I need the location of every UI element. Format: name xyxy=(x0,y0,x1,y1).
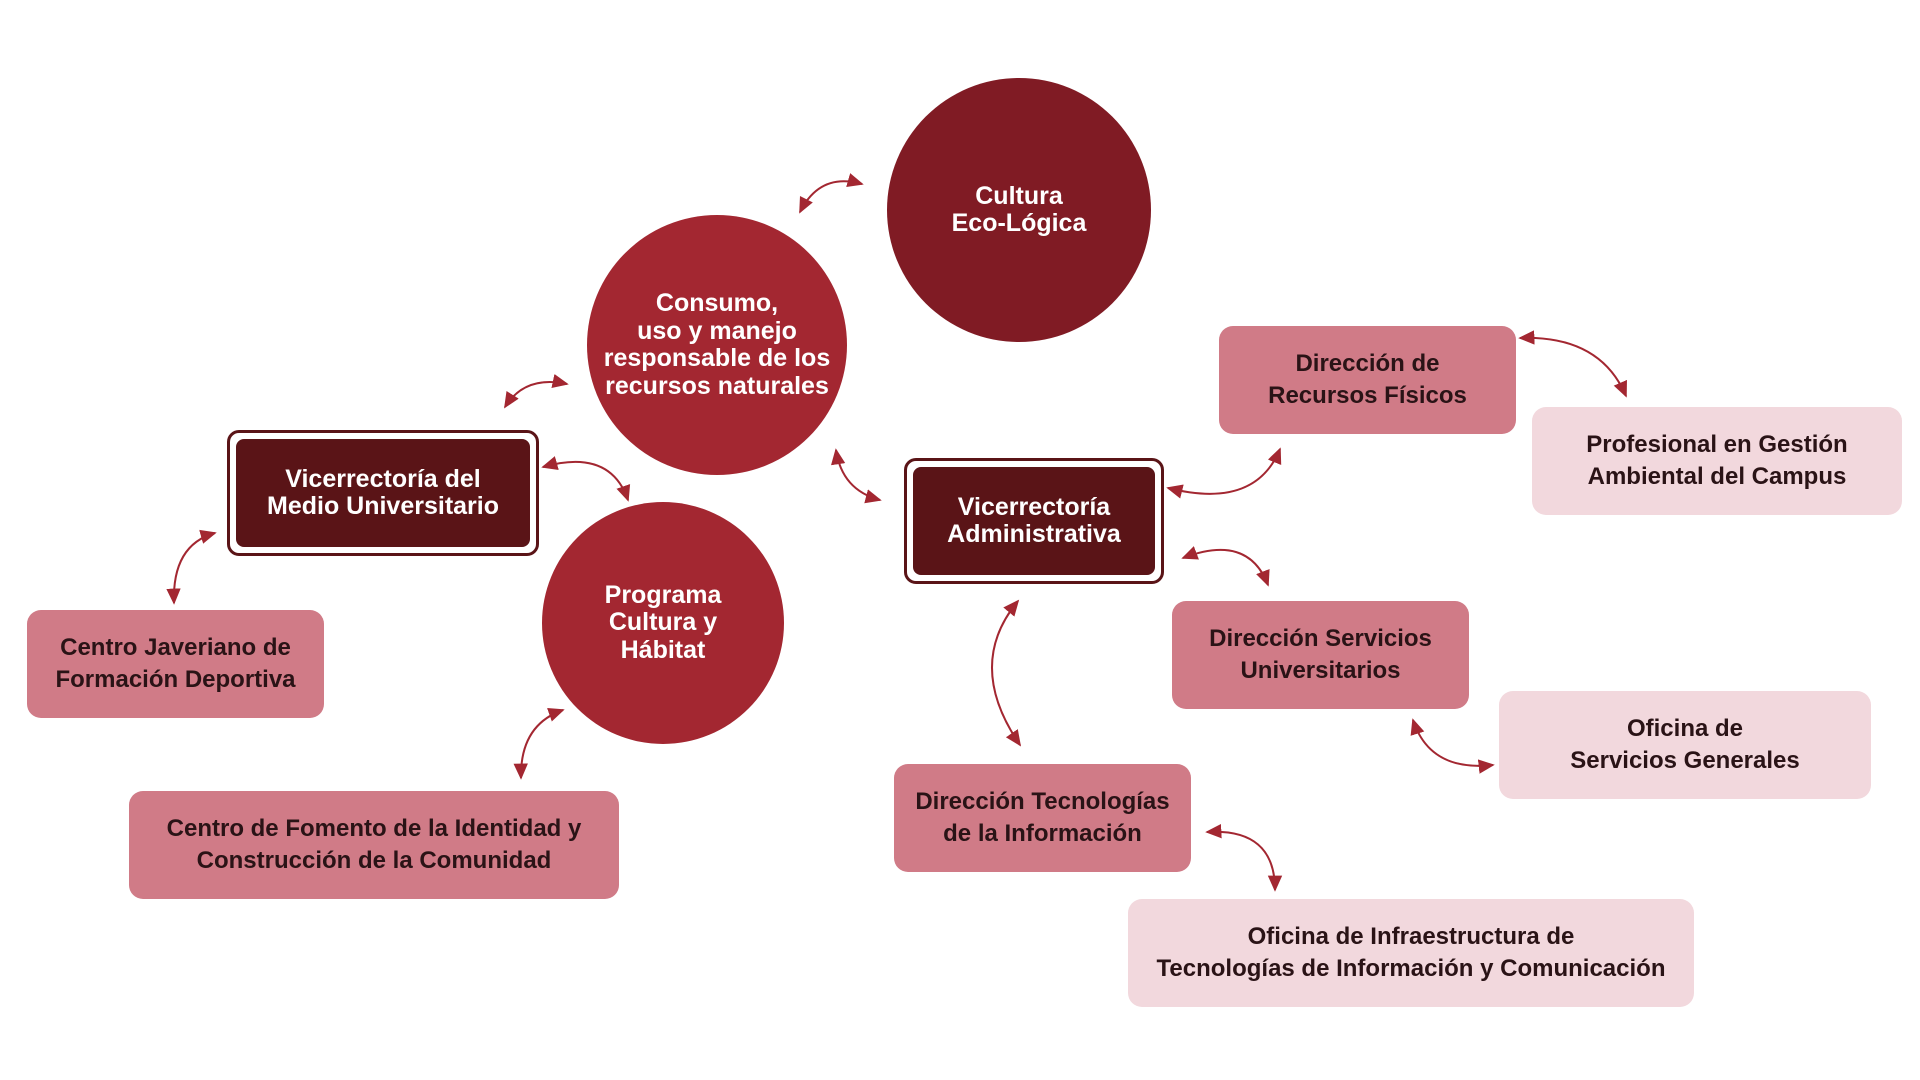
circle-programa-cultura-habitat: Programa Cultura y Hábitat xyxy=(542,502,784,744)
arrow-consumo-medio xyxy=(504,373,569,409)
vicerrectoria-medio-label: Vicerrectoría del Medio Universitario xyxy=(236,439,530,547)
box-centro-fomento-identidad: Centro de Fomento de la Identidad y Cons… xyxy=(129,791,619,899)
arrow-servicios-generales xyxy=(1410,718,1495,774)
arrow-recursos-gestion xyxy=(1518,330,1627,398)
centro-deportivo-label: Centro Javeriano de Formación Deportiva xyxy=(55,634,296,693)
arrow-tecnologias-infraestructura xyxy=(1205,823,1283,892)
infraestructura-label: Oficina de Infraestructura de Tecnología… xyxy=(1156,923,1666,982)
vicerrectoria-medio-universitario: Vicerrectoría del Medio Universitario xyxy=(227,430,539,556)
servicios-generales-label: Oficina de Servicios Generales xyxy=(1570,715,1800,774)
recursos-fisicos-label: Dirección de Recursos Físicos xyxy=(1268,350,1467,409)
box-centro-javeriano-formacion-deportiva: Centro Javeriano de Formación Deportiva xyxy=(27,610,324,718)
arrow-administrativa-tecnologias xyxy=(991,599,1022,747)
arrow-administrativa-recursos xyxy=(1166,447,1282,499)
servicios-universitarios-label: Dirección Servicios Universitarios xyxy=(1209,625,1432,684)
box-direccion-servicios-universitarios: Dirección Servicios Universitarios xyxy=(1172,601,1469,709)
centro-identidad-label: Centro de Fomento de la Identidad y Cons… xyxy=(166,815,582,874)
box-direccion-tecnologias-informacion: Dirección Tecnologías de la Información xyxy=(894,764,1191,872)
box-oficina-infraestructura-tic: Oficina de Infraestructura de Tecnología… xyxy=(1128,899,1694,1007)
box-profesional-gestion-ambiental: Profesional en Gestión Ambiental del Cam… xyxy=(1532,407,1902,515)
vicerrectoria-administrativa-label: Vicerrectoría Administrativa xyxy=(913,467,1155,575)
circle-cultura-label: Cultura Eco-Lógica xyxy=(951,181,1087,237)
box-direccion-recursos-fisicos: Dirección de Recursos Físicos xyxy=(1219,326,1516,434)
vicerrectoria-administrativa: Vicerrectoría Administrativa xyxy=(904,458,1164,584)
gestion-ambiental-label: Profesional en Gestión Ambiental del Cam… xyxy=(1586,431,1848,490)
arrow-medio-centro-deportivo xyxy=(166,529,217,605)
tecnologias-label: Dirección Tecnologías de la Información xyxy=(915,788,1170,847)
circle-programa-label: Programa Cultura y Hábitat xyxy=(604,580,722,664)
arrow-medio-programa xyxy=(541,456,631,502)
arrow-consumo-administrativa xyxy=(831,448,882,504)
box-oficina-servicios-generales: Oficina de Servicios Generales xyxy=(1499,691,1871,799)
circle-consumo-label: Consumo, uso y manejo responsable de los… xyxy=(603,289,831,400)
circle-cultura-eco-logica: Cultura Eco-Lógica xyxy=(887,78,1151,342)
arrow-programa-centro-identidad xyxy=(513,707,565,780)
arrow-cultura-consumo xyxy=(799,173,864,214)
arrow-administrativa-servicios xyxy=(1181,546,1270,587)
circle-consumo-recursos: Consumo, uso y manejo responsable de los… xyxy=(587,215,847,475)
